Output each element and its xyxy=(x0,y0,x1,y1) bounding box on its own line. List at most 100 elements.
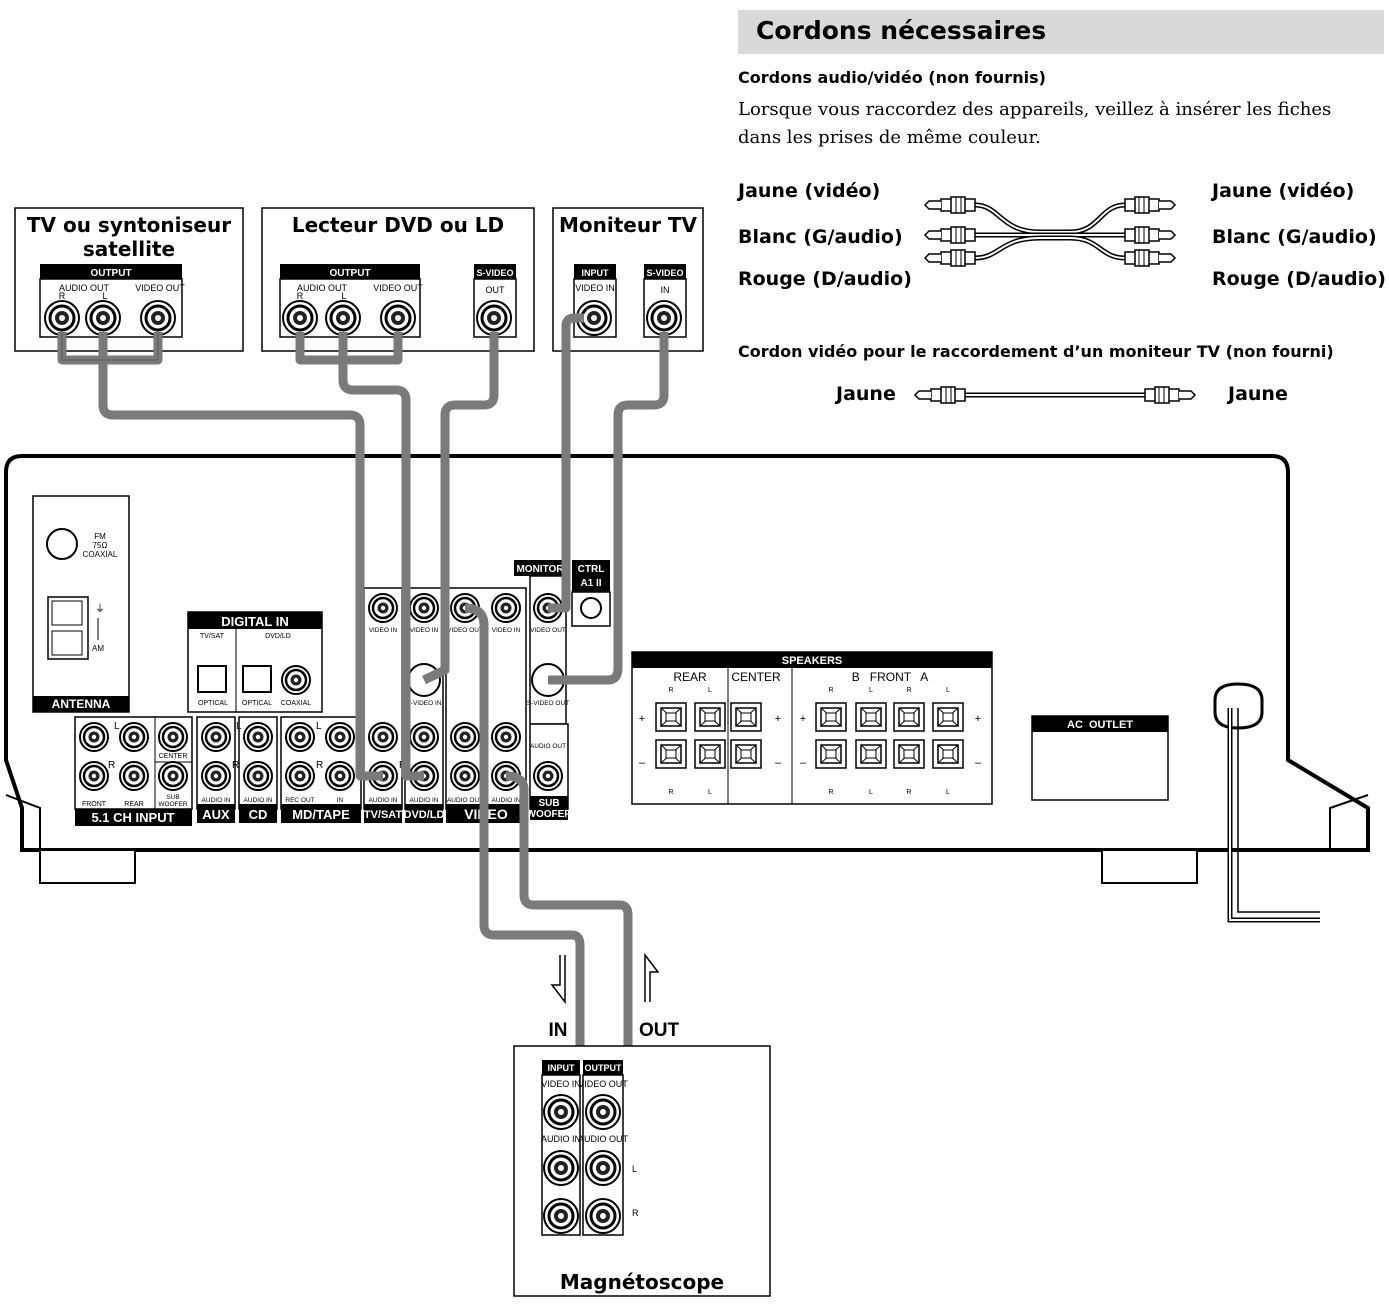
video-audio-out-label: AUDIO OUT xyxy=(447,797,483,804)
spk-l2: L xyxy=(869,687,873,694)
vcr-video-in-jack[interactable] xyxy=(542,1093,580,1131)
tvsat-video-in-label: VIDEO IN xyxy=(369,627,398,634)
ohm-label: 75Ω xyxy=(93,541,108,550)
spk-minus-4: – xyxy=(975,757,982,769)
tv-audio-l-jack[interactable] xyxy=(84,299,122,337)
51-front-r-jack[interactable] xyxy=(78,760,110,792)
video-audio-in-l-jack[interactable] xyxy=(490,721,522,753)
tvsat-audio-l-jack[interactable] xyxy=(367,721,399,753)
coaxial-digital-jack[interactable] xyxy=(280,664,312,696)
tv-satellite-device: OUTPUT AUDIO OUT R L VIDEO OUT xyxy=(14,207,244,352)
tv-audio-r-jack[interactable] xyxy=(43,299,81,337)
spk-l3: L xyxy=(946,687,950,694)
dvd-video-in-jack[interactable] xyxy=(408,592,440,624)
rear-label: REAR xyxy=(673,670,707,684)
antenna-label: ANTENNA xyxy=(52,697,111,711)
video-cable-illustration xyxy=(914,386,1196,404)
video-audio-in-label: AUDIO IN xyxy=(492,797,521,804)
monitor-svideo-out-label: S-VIDEO OUT xyxy=(527,700,569,707)
spk-minus-3: – xyxy=(800,757,807,769)
video-video-out-label: VIDEO OUT xyxy=(447,627,483,634)
tv-audio-out-label: AUDIO OUT xyxy=(59,283,110,293)
vcr-title: Magnétoscope xyxy=(559,1270,725,1294)
md-in-r-jack[interactable] xyxy=(324,760,356,792)
md-rec-out-l-jack[interactable] xyxy=(284,721,316,753)
spk-plus-2: + xyxy=(775,713,781,725)
aux-r-jack[interactable] xyxy=(200,760,232,792)
ground-symbol: ⏚ xyxy=(95,603,105,615)
label-blanc-audio-right: Blanc (G/audio) xyxy=(1212,226,1377,248)
front-speaker-label: B FRONT A xyxy=(852,670,928,684)
video-video-in-jack[interactable] xyxy=(490,592,522,624)
cd-r-jack[interactable] xyxy=(242,760,274,792)
dig-tvsat-label: TV/SAT xyxy=(200,633,225,640)
aux-l-jack[interactable] xyxy=(200,721,232,753)
51-front-l-jack[interactable] xyxy=(78,721,110,753)
instruction-text: Lorsque vous raccordez des appareils, ve… xyxy=(738,99,1332,148)
sub-label: SUB xyxy=(538,798,559,809)
subwoofer-jack[interactable] xyxy=(532,760,564,792)
monitor-video-out-label: VIDEO OUT xyxy=(530,627,566,634)
51-subwoofer-jack[interactable] xyxy=(157,760,189,792)
tv-r-label: R xyxy=(59,291,66,301)
vcr-audio-in-r-jack[interactable] xyxy=(542,1197,580,1235)
dvd-video-out-jack[interactable] xyxy=(379,299,417,337)
aux-audio-in-label: AUDIO IN xyxy=(202,797,231,804)
video-audio-out-r-jack[interactable] xyxy=(449,760,481,792)
out-arrow-icon xyxy=(644,952,660,1002)
optical-tvsat-port[interactable] xyxy=(197,665,227,693)
tvsat-audio-in-label: AUDIO IN xyxy=(369,797,398,804)
label-rouge-audio-right: Rouge (D/audio) xyxy=(1212,268,1386,290)
tvsat-video-in-jack[interactable] xyxy=(367,592,399,624)
am-label: AM xyxy=(92,644,104,653)
coaxial-small-label: COAXIAL xyxy=(281,700,311,707)
vcr-audio-out-l-jack[interactable] xyxy=(584,1149,622,1187)
digital-in-label: DIGITAL IN xyxy=(221,614,288,629)
tv-sat-title: TV ou syntoniseur satellite xyxy=(26,213,232,261)
dvd-svideo-out-label: OUT xyxy=(486,285,506,295)
spk-plus-4: + xyxy=(975,713,981,725)
dvd-svideo-label: S-VIDEO xyxy=(476,268,513,278)
speakers-block xyxy=(631,651,993,805)
monitor-input-label: INPUT xyxy=(582,268,610,278)
tv-video-out-label: VIDEO OUT xyxy=(135,283,185,293)
video-audio-out-l-jack[interactable] xyxy=(449,721,481,753)
optical-dvd-port[interactable] xyxy=(242,665,272,693)
dvd-audio-l-jack[interactable] xyxy=(324,299,362,337)
51-rear-r-jack[interactable] xyxy=(118,760,150,792)
vcr-video-out-jack[interactable] xyxy=(584,1093,622,1131)
out-label: OUT xyxy=(639,1020,680,1041)
md-in-label: IN xyxy=(337,797,344,804)
optical-label-1: OPTICAL xyxy=(198,700,228,707)
dvd-audio-l-jack-recv[interactable] xyxy=(408,721,440,753)
tv-l-label: L xyxy=(102,291,107,301)
dvd-output-label: OUTPUT xyxy=(329,268,370,279)
spk-l4: L xyxy=(708,789,712,796)
spk-plus-3: + xyxy=(800,713,806,725)
tv-video-out-jack[interactable] xyxy=(139,299,177,337)
vcr-audio-in-l-jack[interactable] xyxy=(542,1149,580,1187)
spk-minus-1: – xyxy=(639,757,646,769)
51-center-jack[interactable] xyxy=(157,721,189,753)
md-rec-out-r-jack[interactable] xyxy=(284,760,316,792)
dvd-audio-out-label: AUDIO OUT xyxy=(297,283,348,293)
dvd-svideo-out-jack[interactable] xyxy=(475,299,513,337)
spk-minus-2: – xyxy=(775,757,782,769)
cd-l-jack[interactable] xyxy=(242,721,274,753)
speakers-label: SPEAKERS xyxy=(782,655,843,667)
vcr-r-marker: R xyxy=(632,1208,639,1218)
vcr-video-out-label: VIDEO OUT xyxy=(578,1079,628,1089)
md-l-marker: L xyxy=(316,721,322,732)
monitor-svideo-in-jack[interactable] xyxy=(645,299,683,337)
md-in-l-jack[interactable] xyxy=(324,721,356,753)
vcr-audio-out-r-jack[interactable] xyxy=(584,1197,622,1235)
label-jaune-video-left: Jaune (vidéo) xyxy=(738,180,881,202)
dvd-audio-r-jack[interactable] xyxy=(281,299,319,337)
51-rear-l-jack[interactable] xyxy=(118,721,150,753)
subheading-video-cord: Cordon vidéo pour le raccordement d’un m… xyxy=(738,342,1334,361)
51-l-marker: L xyxy=(114,721,120,732)
ctrl-a1-jack[interactable] xyxy=(580,597,602,619)
spk-r2: R xyxy=(828,687,833,694)
dvd-r-label: R xyxy=(297,291,304,301)
tv-output-label: OUTPUT xyxy=(90,268,131,279)
